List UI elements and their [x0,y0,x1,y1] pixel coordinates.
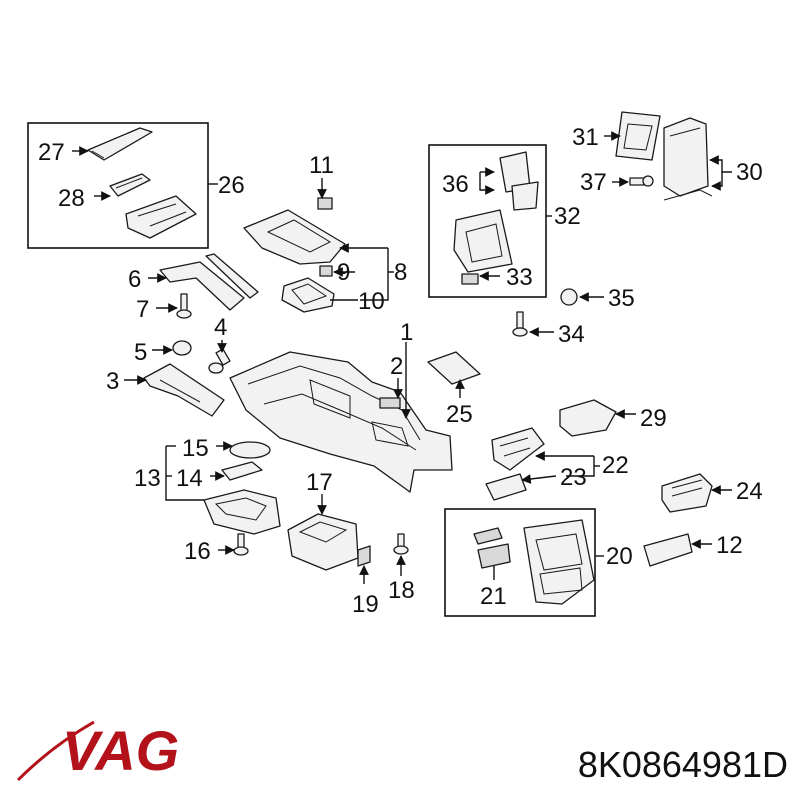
part-34-screw [512,311,528,337]
part-35-nut [560,288,578,306]
callout-22: 22 [602,452,629,479]
callout-4: 4 [214,314,227,341]
callout-19: 19 [352,591,379,618]
part-6-trim-strip [159,253,259,311]
part-7-screw [176,293,192,319]
part-8-shift-bezel [243,209,346,265]
part-30-armrest [663,117,709,197]
callout-28: 28 [58,185,85,212]
part-12-trim [643,533,693,567]
callout-16: 16 [184,538,211,565]
part-3-bracket [143,363,225,417]
part-2-clip [379,397,401,409]
part-20-rear-panel [523,519,595,605]
callout-10: 10 [358,288,385,315]
callout-32: 32 [554,203,581,230]
callout-17: 17 [306,469,333,496]
part-37-bolt [629,175,654,187]
part-25-plate [427,351,481,385]
part-16-screw [233,533,249,556]
leader-lines [72,131,732,584]
callout-20: 20 [606,543,633,570]
part-5-nut [172,340,192,356]
part-21-labels [473,527,511,569]
part-28-tray [109,173,151,197]
callout-18: 18 [388,577,415,604]
callout-3: 3 [106,368,119,395]
callout-1: 1 [400,319,413,346]
callout-numbers: 27 28 26 11 9 8 10 6 7 4 5 3 1 2 25 15 1… [38,124,763,618]
callout-37: 37 [580,169,607,196]
callout-33: 33 [506,264,533,291]
part-26-insert [125,195,197,239]
part-32-cup-frame [453,209,513,273]
callout-31: 31 [572,124,599,151]
part-31-hinge [615,111,661,161]
part-15-mat [229,441,271,459]
callout-24: 24 [736,478,763,505]
callout-25: 25 [446,401,473,428]
part-1-console-body [229,351,453,493]
callout-27: 27 [38,139,65,166]
callout-12: 12 [716,532,743,559]
part-10-frame [281,277,335,313]
callout-35: 35 [608,285,635,312]
callout-2: 2 [390,353,403,380]
callout-14: 14 [176,465,203,492]
part-13-cup-holder [203,489,281,535]
callout-8: 8 [394,259,407,286]
part-23-tray [485,473,527,501]
callout-36: 36 [442,171,469,198]
callout-11: 11 [309,152,334,179]
part-4-bolt [208,348,231,374]
part-33-clip [461,273,479,285]
part-30-rail [663,189,713,201]
callout-5: 5 [134,339,147,366]
part-14-mat [221,461,263,481]
callout-6: 6 [128,266,141,293]
brand-text: VAG [62,719,179,782]
part-19-pad [357,545,371,567]
callout-13: 13 [134,465,161,492]
callout-30: 30 [736,159,763,186]
brand-swoosh-icon [16,720,95,782]
part-11-clip [317,197,333,210]
part-24-vent [661,473,713,513]
callout-9: 9 [337,259,350,286]
brand-logo: VAG [16,719,179,782]
callout-34: 34 [558,321,585,348]
group-box-20 [444,508,596,617]
callout-7: 7 [136,296,149,323]
callout-21: 21 [480,583,507,610]
part-9-clip [319,265,333,277]
callout-23: 23 [560,464,587,491]
callout-15: 15 [182,435,209,462]
part-36-cup-insert [499,151,539,211]
part-22-panel [491,427,545,471]
group-box-26 [27,122,209,249]
callout-29: 29 [640,405,667,432]
part-number: 8K0864981D [578,744,788,785]
group-box-32 [428,144,547,298]
part-29-lid [559,399,617,437]
part-18-screw [393,533,409,555]
part-17-storage-box [287,513,359,571]
part-27-lid [87,127,153,161]
callout-26: 26 [218,172,245,199]
